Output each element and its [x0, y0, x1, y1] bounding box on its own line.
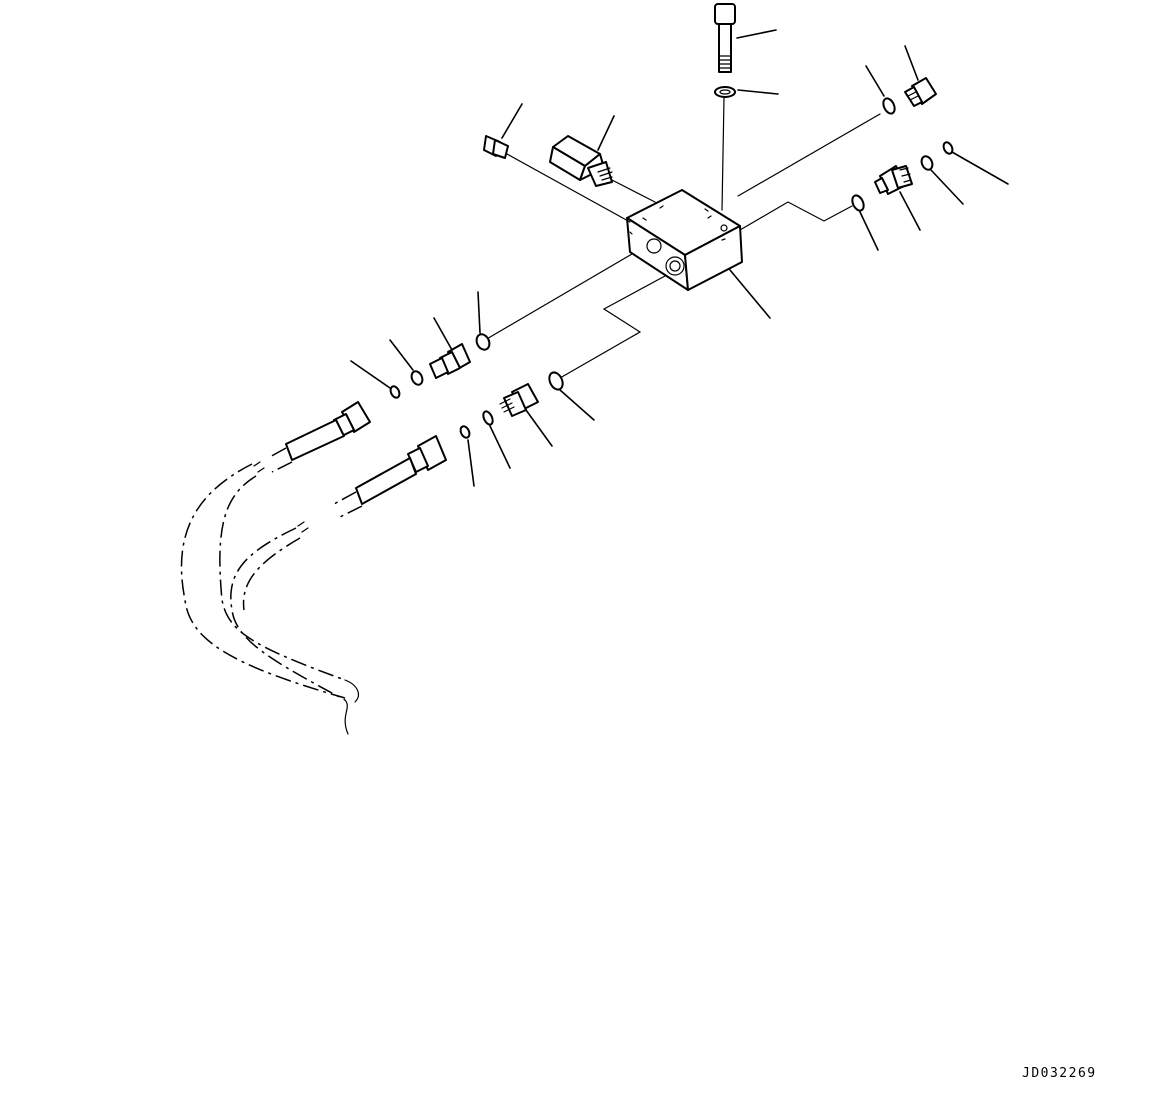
leader-plug-top-left — [501, 103, 523, 139]
leader-valve-block — [729, 269, 771, 319]
leader-bolt — [736, 29, 777, 39]
drawing-code-label: JD032269 — [1022, 1066, 1097, 1081]
leader-switch — [597, 115, 615, 151]
o-ring-left-lower-mid — [482, 410, 494, 426]
o-ring-left-lower-block — [548, 371, 564, 391]
fitting-left-lower — [499, 383, 539, 417]
leader-o-ring-top-right — [865, 65, 885, 97]
leader-fitting-right — [899, 191, 921, 231]
o-ring-left-upper-block — [475, 333, 491, 351]
leader-fitting-left-lower — [525, 409, 553, 447]
leader-o-ring-right-inner — [930, 169, 964, 205]
leader-plug-top-right — [904, 45, 919, 81]
pressure-switch — [549, 135, 613, 187]
leader-o-ring-left-upper-mid — [389, 339, 414, 371]
leader-o-ring-left-lower-outer — [467, 439, 475, 487]
leader-o-ring-left-upper-block — [477, 291, 481, 334]
o-ring-left-lower-outer — [459, 425, 471, 439]
washer — [714, 86, 736, 98]
o-ring-left-upper-mid — [410, 370, 424, 386]
hose-upper — [180, 401, 371, 699]
hose-lower — [230, 435, 447, 701]
leader-o-ring-left-lower-block — [559, 389, 595, 421]
hose-cut-end — [344, 679, 359, 735]
plug-top-left — [483, 135, 509, 159]
o-ring-top-right — [882, 97, 896, 115]
leader-o-ring-left-lower-mid — [489, 425, 511, 469]
fitting-left-upper — [429, 343, 471, 379]
leader-o-ring-right-outer — [951, 151, 1009, 185]
leader-o-ring-right-block — [859, 211, 879, 251]
o-ring-left-upper-outer — [389, 385, 401, 399]
mounting-bolt — [714, 3, 736, 73]
plug-top-right — [904, 77, 937, 107]
leader-fitting-left-upper — [433, 317, 453, 351]
o-ring-right-inner — [920, 155, 934, 171]
fitting-right — [874, 165, 913, 195]
leader-washer — [737, 89, 779, 95]
valve-block — [626, 189, 743, 291]
o-ring-right-outer — [942, 141, 954, 155]
leader-o-ring-left-upper-outer — [350, 360, 391, 389]
o-ring-right-block — [851, 194, 865, 212]
